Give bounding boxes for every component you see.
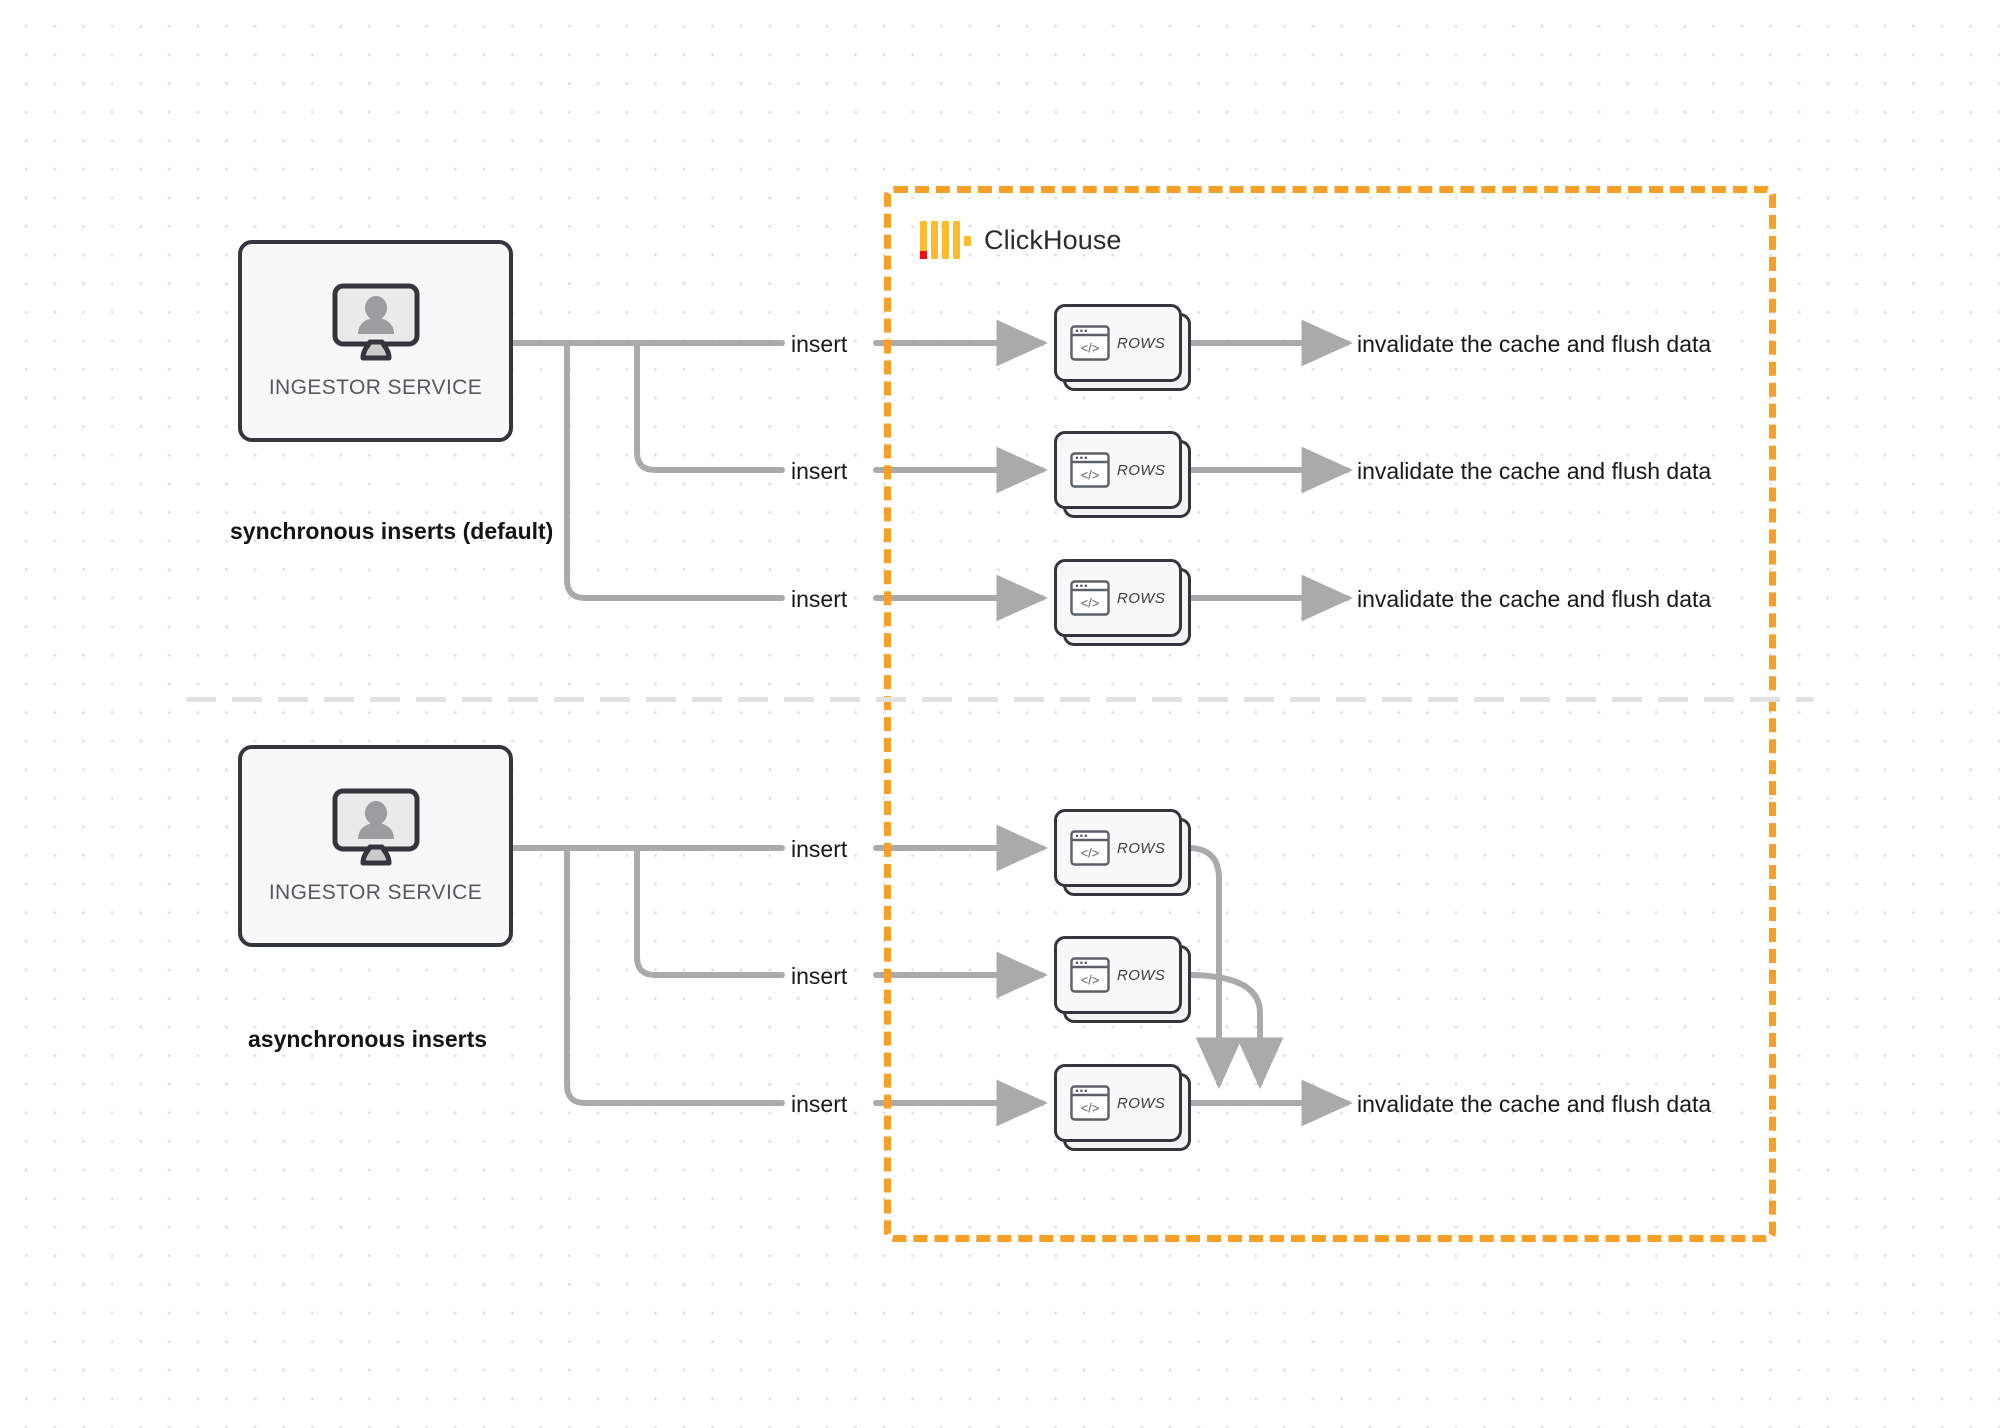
code-window-icon: </> [1070, 580, 1110, 616]
rows-card-async-3[interactable]: </> ROWS [1054, 1064, 1191, 1151]
svg-text:</>: </> [1081, 1101, 1100, 1116]
clickhouse-logo-icon [920, 221, 971, 259]
rows-card-sync-3[interactable]: </> ROWS [1054, 559, 1191, 646]
edge-label-insert-async-1: insert [791, 836, 848, 862]
svg-text:</>: </> [1081, 341, 1100, 356]
flush-label-async-merged: invalidate the cache and flush data [1357, 1091, 1712, 1117]
ingestor-service-async-label: INGESTOR SERVICE [268, 881, 483, 904]
caption-synchronous: synchronous inserts (default) [230, 518, 554, 544]
flush-label-sync-3: invalidate the cache and flush data [1357, 586, 1712, 612]
ingestor-service-sync[interactable]: INGESTOR SERVICE [238, 240, 513, 442]
edge-label-insert-async-2: insert [791, 963, 848, 989]
code-window-icon: </> [1070, 830, 1110, 866]
flush-label-sync-1: invalidate the cache and flush data [1357, 331, 1712, 357]
rows-card-face: </> ROWS [1054, 304, 1182, 382]
edge-label-insert-sync-2: insert [791, 458, 848, 484]
svg-text:</>: </> [1081, 468, 1100, 483]
rows-card-label: ROWS [1117, 589, 1166, 607]
ingestor-service-async[interactable]: INGESTOR SERVICE [238, 745, 513, 947]
edge-label-insert-sync-3: insert [791, 586, 848, 612]
rows-card-label: ROWS [1117, 966, 1166, 984]
rows-card-label: ROWS [1117, 839, 1166, 857]
rows-card-face: </> ROWS [1054, 809, 1182, 887]
svg-text:</>: </> [1081, 973, 1100, 988]
code-window-icon: </> [1070, 452, 1110, 488]
clickhouse-brand: ClickHouse [920, 218, 1122, 262]
svg-text:</>: </> [1081, 596, 1100, 611]
rows-card-async-2[interactable]: </> ROWS [1054, 936, 1191, 1023]
edge-label-insert-sync-1: insert [791, 331, 848, 357]
clickhouse-boundary [884, 186, 1776, 1242]
code-window-icon: </> [1070, 325, 1110, 361]
caption-asynchronous: asynchronous inserts [248, 1026, 488, 1052]
monitor-user-icon [332, 788, 419, 866]
rows-card-label: ROWS [1117, 1094, 1166, 1112]
rows-card-face: </> ROWS [1054, 559, 1182, 637]
rows-card-async-1[interactable]: </> ROWS [1054, 809, 1191, 896]
ingestor-service-sync-label: INGESTOR SERVICE [268, 376, 483, 399]
monitor-user-icon [332, 283, 419, 361]
rows-card-label: ROWS [1117, 461, 1166, 479]
code-window-icon: </> [1070, 957, 1110, 993]
section-divider [186, 697, 1814, 702]
rows-card-sync-2[interactable]: </> ROWS [1054, 431, 1191, 518]
rows-card-sync-1[interactable]: </> ROWS [1054, 304, 1191, 391]
code-window-icon: </> [1070, 1085, 1110, 1121]
rows-card-face: </> ROWS [1054, 1064, 1182, 1142]
svg-text:</>: </> [1081, 846, 1100, 861]
rows-card-face: </> ROWS [1054, 431, 1182, 509]
rows-card-label: ROWS [1117, 334, 1166, 352]
flush-label-sync-2: invalidate the cache and flush data [1357, 458, 1712, 484]
clickhouse-wordmark: ClickHouse [984, 224, 1122, 255]
edge-label-insert-async-3: insert [791, 1091, 848, 1117]
rows-card-face: </> ROWS [1054, 936, 1182, 1014]
